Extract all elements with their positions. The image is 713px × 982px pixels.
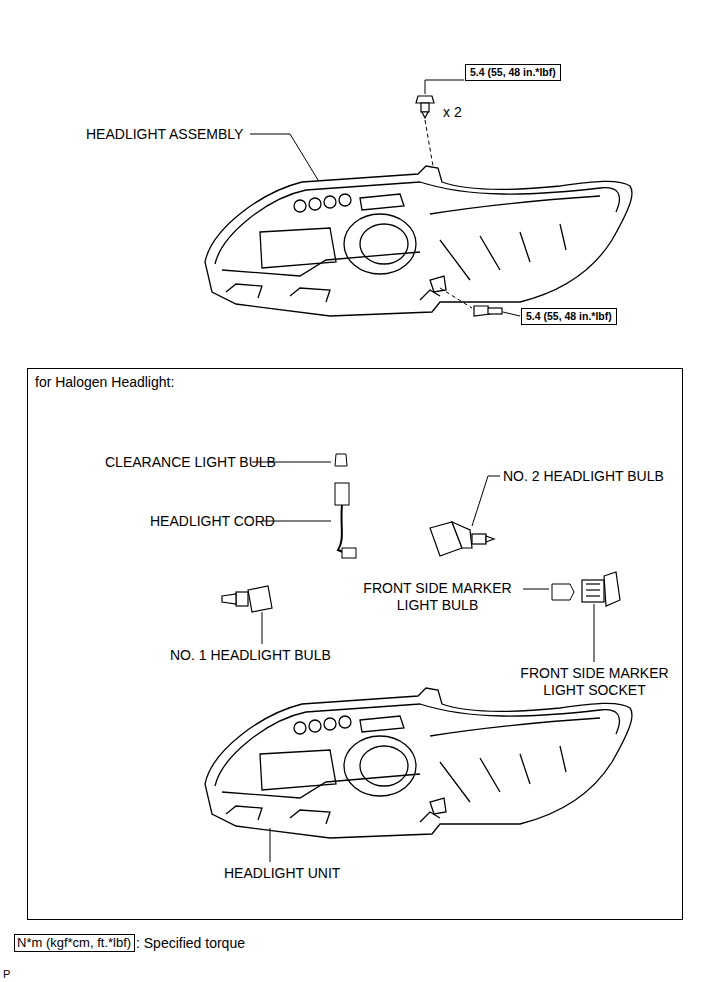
part-label: HEADLIGHT ASSEMBLY	[86, 126, 243, 143]
part-label: x 2	[443, 104, 462, 121]
variant-frame: for Halogen Headlight:	[27, 368, 683, 920]
node-text: 5.4 (55, 48 in.*lbf)	[526, 310, 612, 323]
part-label: : Specified torque	[136, 935, 245, 952]
node-text: 5.4 (55, 48 in.*lbf)	[470, 66, 556, 79]
part-label: HEADLIGHT CORD	[150, 513, 275, 530]
legend-box: N*m (kgf*cm, ft.*lbf)	[14, 934, 135, 952]
part-label: HEADLIGHT UNIT	[224, 865, 340, 882]
torque-spec: 5.4 (55, 48 in.*lbf)	[521, 308, 617, 325]
torque-spec: 5.4 (55, 48 in.*lbf)	[465, 64, 561, 81]
part-label: FRONT SIDE MARKER LIGHT BULB	[355, 580, 520, 614]
part-label: NO. 2 HEADLIGHT BULB	[503, 468, 664, 485]
part-label: P	[3, 966, 10, 982]
part-label: FRONT SIDE MARKER LIGHT SOCKET	[512, 665, 677, 699]
part-label: CLEARANCE LIGHT BULB	[105, 454, 276, 471]
part-label: NO. 1 HEADLIGHT BULB	[170, 647, 331, 664]
node-text: N*m (kgf*cm, ft.*lbf)	[17, 935, 132, 951]
node-text: for Halogen Headlight:	[35, 374, 174, 391]
